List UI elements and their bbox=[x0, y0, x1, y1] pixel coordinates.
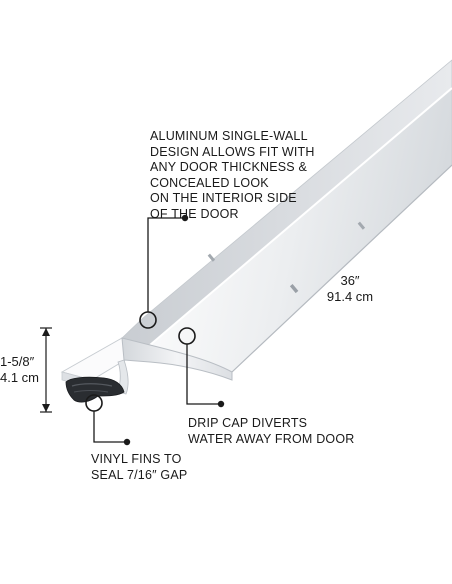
height-imperial: 1-5/8″ bbox=[0, 354, 35, 369]
length-imperial: 36″ bbox=[340, 273, 360, 288]
callout-line: DRIP CAP DIVERTS bbox=[188, 416, 308, 430]
callout-line: OF THE DOOR bbox=[150, 206, 239, 221]
slot-1 bbox=[289, 283, 299, 294]
length-dimension-label: 36″ 91.4 cm bbox=[310, 273, 390, 305]
callout-line: VINYL FINS TO bbox=[91, 452, 182, 466]
aluminum-extrusion bbox=[121, 59, 452, 373]
drip-cap-callout-leader bbox=[178, 327, 225, 408]
callout-line: CONCEALED LOOK bbox=[150, 175, 269, 190]
callout-line: WATER AWAY FROM DOOR bbox=[188, 431, 355, 446]
callout-line: DESIGN ALLOWS FIT WITH bbox=[150, 144, 315, 159]
slot-3 bbox=[357, 221, 366, 230]
callout-line: ANY DOOR THICKNESS & bbox=[150, 160, 308, 174]
vinyl-fins-callout-text: VINYL FINS TO SEAL 7/16″ GAP bbox=[91, 452, 187, 483]
aluminum-callout-leader bbox=[139, 214, 189, 329]
callout-line: ALUMINUM SINGLE-WALL bbox=[150, 129, 308, 143]
drip-cap-callout-text: DRIP CAP DIVERTS WATER AWAY FROM DOOR bbox=[188, 416, 355, 447]
aluminum-callout-text: ALUMINUM SINGLE-WALL DESIGN ALLOWS FIT W… bbox=[150, 129, 315, 222]
drip-cap-profile bbox=[121, 337, 233, 381]
vinyl-fins-callout-leader bbox=[85, 394, 131, 446]
vinyl-fins bbox=[65, 376, 125, 403]
length-metric: 91.4 cm bbox=[326, 289, 374, 304]
height-metric: 4.1 cm bbox=[0, 370, 40, 385]
height-dimension-label: 1-5/8″ 4.1 cm bbox=[0, 354, 44, 386]
callout-line: ON THE INTERIOR SIDE bbox=[150, 191, 297, 205]
height-dimension-marker bbox=[40, 327, 52, 413]
slot-2 bbox=[207, 253, 216, 262]
callout-line: SEAL 7/16″ GAP bbox=[91, 467, 188, 482]
profile-end-cap bbox=[60, 337, 233, 403]
